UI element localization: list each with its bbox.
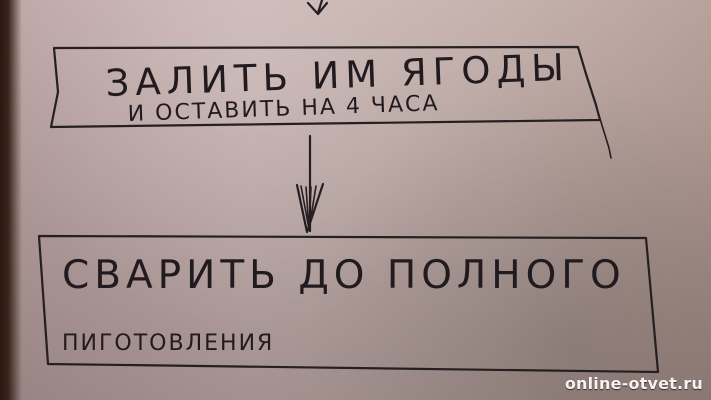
site-watermark: online-otvet.ru [564, 374, 703, 393]
top-incoming-arrow [306, 0, 329, 16]
process-box-2-title: Сварить до полного [62, 253, 626, 298]
process-box-1-right-corner [577, 46, 612, 159]
process-box-2-outline [37, 234, 660, 374]
arrow-down-icon [295, 134, 325, 234]
process-box-2-subtitle: пиготовления [62, 331, 274, 356]
